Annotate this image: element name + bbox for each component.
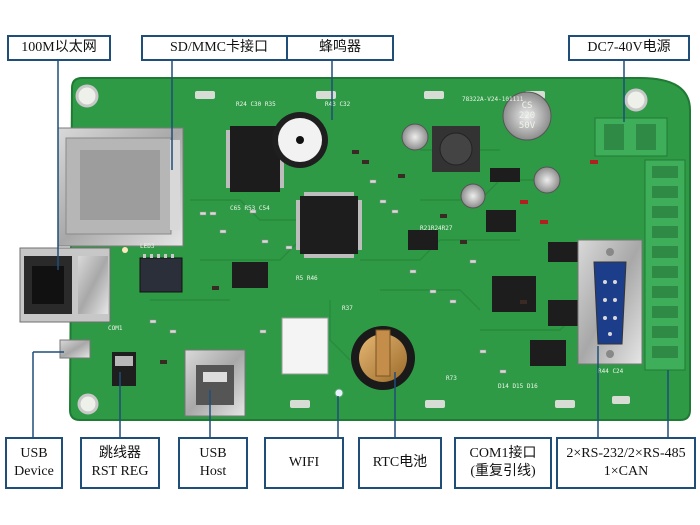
callout-usb-device-line1: USB (20, 446, 48, 461)
svg-text:R43 C32: R43 C32 (325, 101, 351, 108)
usb-host-connector (184, 349, 246, 417)
callout-sd-card: SD/MMC卡接口 (141, 35, 297, 61)
rtc-battery-holder (351, 326, 415, 390)
svg-text:C65 R53 C54: C65 R53 C54 (230, 205, 270, 212)
buzzer (272, 112, 328, 168)
jumper-header (112, 352, 136, 386)
callout-usb-device-line2: Device (14, 464, 54, 479)
callout-rs-line1: 2×RS-232/2×RS-485 (566, 446, 686, 461)
svg-text:220: 220 (519, 111, 535, 121)
svg-text:R73: R73 (446, 375, 457, 382)
svg-text:R37: R37 (342, 305, 353, 312)
callout-rs-line2: 1×CAN (603, 464, 649, 479)
callout-wifi-label: WIFI (288, 455, 320, 470)
callout-rtc-label: RTC电池 (372, 455, 428, 470)
callout-power-label: DC7-40V电源 (587, 40, 671, 55)
callout-com1-line2: (重复引线) (470, 464, 536, 479)
callout-usb-host-line1: USB (199, 446, 227, 461)
wifi-module (281, 317, 329, 375)
callout-sd-label: SD/MMC卡接口 (169, 40, 269, 55)
callout-rs-can: 2×RS-232/2×RS-485 1×CAN (556, 437, 696, 489)
svg-text:R21R24R27: R21R24R27 (420, 225, 453, 232)
micro-usb (59, 339, 91, 359)
mounting-holes (75, 84, 648, 415)
svg-text:R24 C30 R35: R24 C30 R35 (236, 101, 276, 108)
svg-text:CS: CS (522, 101, 533, 111)
svg-text:R5 R46: R5 R46 (296, 275, 318, 282)
svg-text:D14 D15 D16: D14 D15 D16 (498, 383, 538, 390)
rs-terminal-strip (644, 159, 686, 371)
callout-power: DC7-40V电源 (568, 35, 690, 61)
db9-connector (577, 239, 643, 365)
callout-ethernet-label: 100M以太网 (21, 40, 97, 55)
callout-com1: COM1接口 (重复引线) (454, 437, 552, 489)
callout-ethernet: 100M以太网 (7, 35, 111, 61)
mcu-chip (296, 192, 362, 258)
callout-usb-host: USB Host (178, 437, 248, 489)
pcb-outline (68, 77, 691, 421)
callout-jumper: 跳线器 RST REG (80, 437, 160, 489)
svg-text:78322A-V24-101111: 78322A-V24-101111 (462, 96, 524, 103)
callout-buzzer-label: 蜂鸣器 (319, 40, 361, 55)
svg-text:COM1: COM1 (108, 325, 123, 332)
callout-usb-device: USB Device (5, 437, 63, 489)
svg-text:50V: 50V (519, 121, 536, 131)
callout-jumper-line1: 跳线器 (99, 446, 141, 461)
callout-wifi: WIFI (264, 437, 344, 489)
power-terminal (594, 117, 668, 157)
power-inductor (432, 126, 480, 172)
capacitor-large: CS 220 50V (502, 91, 552, 141)
sd-card-slot (57, 127, 184, 247)
callout-rtc-battery: RTC电池 (358, 437, 442, 489)
callout-usb-host-line2: Host (199, 464, 227, 479)
callout-jumper-line2: RST REG (91, 464, 149, 479)
callout-buzzer: 蜂鸣器 (286, 35, 394, 61)
svg-text:R44 C24: R44 C24 (598, 368, 624, 375)
callout-com1-line1: COM1接口 (469, 446, 537, 461)
svg-text:LED3: LED3 (140, 243, 155, 250)
rj45-connector (19, 247, 111, 323)
